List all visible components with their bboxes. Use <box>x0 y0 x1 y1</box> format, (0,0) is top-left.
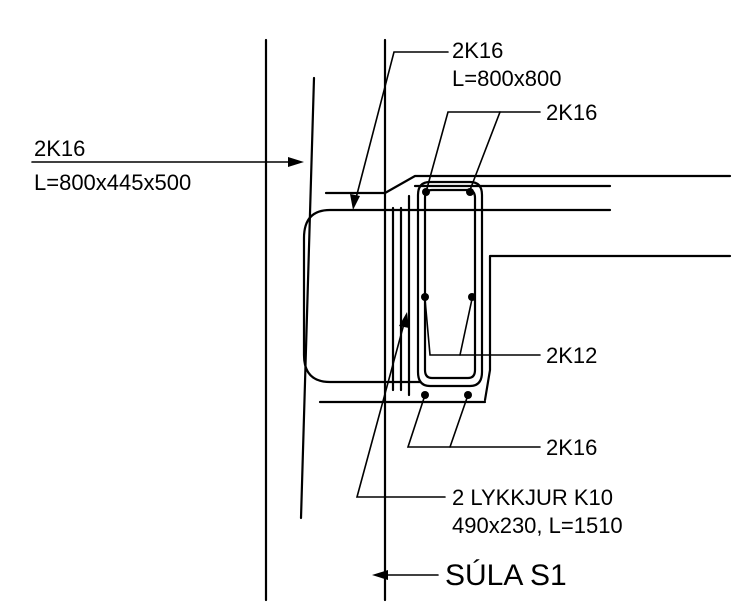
bent-bar-2k16 <box>302 208 612 384</box>
leader-middle-2k12 <box>424 298 541 356</box>
rebar-dot <box>466 188 474 196</box>
slab-top-edge <box>324 174 732 195</box>
arrowhead <box>372 570 388 580</box>
label-top-length: L=800x800 <box>452 66 562 91</box>
leader-middle-2k12-b <box>459 298 473 356</box>
column-inner-line <box>299 76 316 520</box>
stirrup-outer <box>416 180 484 388</box>
label-stirrup-dims: 490x230, L=1510 <box>452 513 623 538</box>
leader-lower-2k16 <box>406 394 541 448</box>
label-stirrup-mark: 2 LYKKJUR K10 <box>452 485 613 510</box>
label-upper-right-mark: 2K16 <box>546 100 597 125</box>
rebar-dot <box>468 293 476 301</box>
rebar-dot <box>421 293 429 301</box>
leader-top-2k16 <box>354 51 449 203</box>
label-middle-right-mark: 2K12 <box>546 343 597 368</box>
leader-lower-2k16-b <box>449 394 469 448</box>
leader-stirrups <box>355 319 446 498</box>
label-lower-right-mark: 2K16 <box>546 435 597 460</box>
label-top-mark: 2K16 <box>452 38 503 63</box>
arrowhead <box>288 157 304 167</box>
leader-upper-right-2k16-b <box>469 111 501 191</box>
stirrup-inner <box>423 188 477 380</box>
label-left-mark: 2K16 <box>34 136 85 161</box>
leader-upper-right-2k16 <box>425 111 541 193</box>
slab-step-edge <box>483 254 732 402</box>
column-title: SÚLA S1 <box>445 559 567 592</box>
arrowhead <box>399 312 409 328</box>
arrowhead <box>350 194 360 210</box>
label-left-length: L=800x445x500 <box>34 170 191 195</box>
